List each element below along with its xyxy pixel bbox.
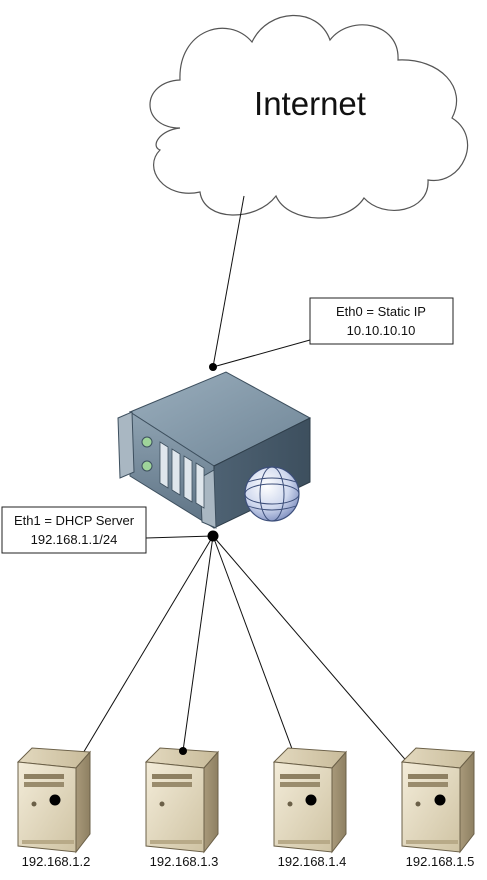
globe-icon xyxy=(244,466,300,522)
client-ip-label: 192.168.1.3 xyxy=(150,854,219,869)
internet-link xyxy=(212,195,245,368)
client-computer-2: 192.168.1.3 xyxy=(145,747,219,869)
client-link-4 xyxy=(212,535,441,801)
internet-cloud: Internet xyxy=(149,14,469,219)
eth1-callout: Eth1 = DHCP Server 192.168.1.1/24 xyxy=(1,506,147,554)
connection-points xyxy=(49,363,446,806)
cloud-label: Internet xyxy=(254,85,366,122)
client-port-dot-3 xyxy=(305,794,317,806)
client-ip-label: 192.168.1.5 xyxy=(406,854,475,869)
eth1-ip: 192.168.1.1/24 xyxy=(31,532,118,547)
client-computer-1: 192.168.1.2 xyxy=(17,747,91,869)
eth0-ip: 10.10.10.10 xyxy=(347,323,416,338)
client-port-dot-4 xyxy=(434,794,446,806)
eth0-callout: Eth0 = Static IP 10.10.10.10 xyxy=(309,297,454,345)
eth1-callout-leader xyxy=(145,535,214,539)
eth1-label: Eth1 = DHCP Server xyxy=(14,513,135,528)
client-computer-3: 192.168.1.4 xyxy=(273,747,347,869)
client-computer-4: 192.168.1.5 xyxy=(401,747,475,869)
eth0-callout-leader xyxy=(212,339,311,368)
client-port-dot-2 xyxy=(179,747,187,755)
server-icon xyxy=(117,371,312,529)
client-ip-label: 192.168.1.4 xyxy=(278,854,347,869)
eth0-label: Eth0 = Static IP xyxy=(336,304,426,319)
client-ip-label: 192.168.1.2 xyxy=(22,854,91,869)
client-port-dot-1 xyxy=(49,794,61,806)
eth1-port-dot xyxy=(207,530,219,542)
client-link-2 xyxy=(182,535,214,752)
eth0-port-dot xyxy=(209,363,217,371)
